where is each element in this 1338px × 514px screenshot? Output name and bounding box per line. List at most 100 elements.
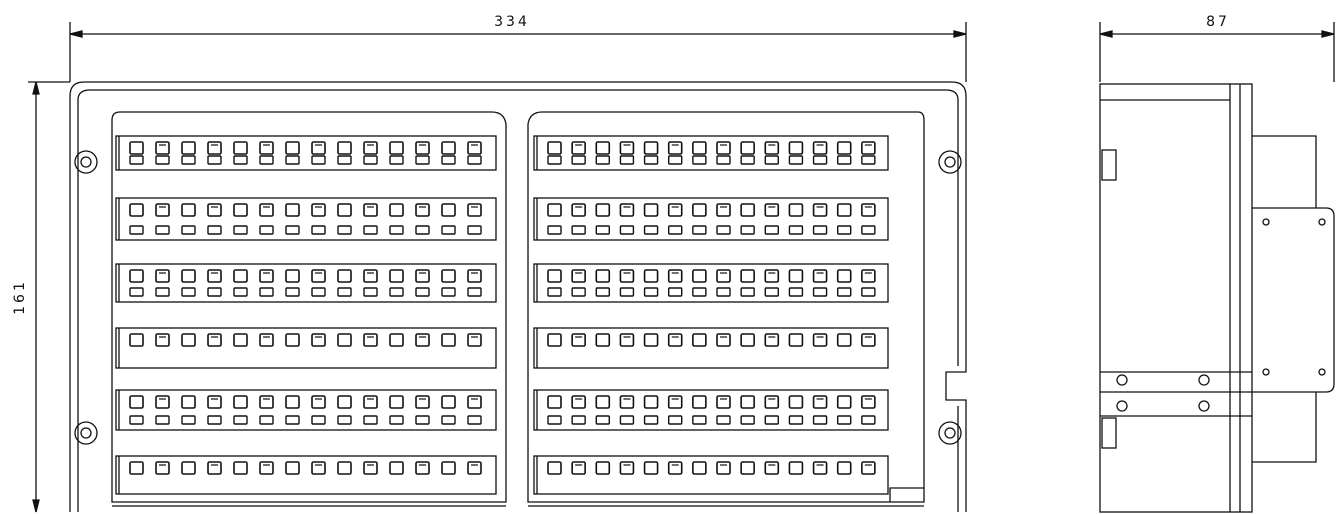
- terminal-screw: [692, 461, 707, 475]
- terminal-screw: [415, 203, 430, 217]
- terminal-screw: [181, 461, 196, 475]
- terminal-screw: [812, 287, 828, 297]
- terminal-screw: [311, 269, 326, 283]
- terminal-screw: [259, 461, 274, 475]
- terminal-screw: [861, 461, 876, 475]
- terminal-screw: [363, 415, 378, 425]
- terminal-screw: [668, 415, 683, 425]
- terminal-screw: [668, 155, 683, 165]
- terminal-screw: [155, 395, 170, 409]
- terminal-screw: [233, 203, 248, 217]
- terminal-screw: [207, 269, 222, 283]
- terminal-screw: [415, 333, 430, 347]
- terminal-screw: [389, 155, 404, 165]
- terminal-screw: [595, 395, 611, 409]
- terminal-screw: [207, 395, 222, 409]
- terminal-screw: [571, 141, 586, 155]
- front-view: [28, 22, 967, 513]
- terminal-screw: [692, 415, 707, 425]
- terminal-screw: [836, 203, 852, 217]
- terminal-screw: [285, 395, 300, 409]
- terminal-screw: [764, 287, 779, 297]
- terminal-screw: [441, 203, 456, 217]
- terminal-screw: [595, 461, 611, 475]
- terminal-screw: [363, 203, 378, 217]
- terminal-screw: [259, 333, 274, 347]
- terminal-screw: [643, 225, 659, 235]
- terminal-screw: [311, 333, 326, 347]
- terminal-screw: [129, 203, 144, 217]
- terminal-screw: [740, 461, 755, 475]
- terminal-screw: [155, 287, 170, 297]
- terminal-screw: [467, 269, 482, 283]
- terminal-screw: [643, 287, 659, 297]
- terminal-screw: [285, 287, 300, 297]
- depth-dimension-label: 87: [1206, 14, 1230, 30]
- terminal-strip: [115, 455, 497, 495]
- terminal-screw: [716, 269, 731, 283]
- terminal-screw: [667, 203, 683, 217]
- terminal-screw: [547, 333, 562, 347]
- terminal-screw: [837, 225, 852, 235]
- terminal-screw: [764, 203, 780, 217]
- terminal-screw: [643, 395, 659, 409]
- terminal-screw: [259, 155, 274, 165]
- terminal-strip: [533, 455, 889, 495]
- terminal-screw: [311, 203, 326, 217]
- terminal-screw: [155, 415, 170, 425]
- terminal-screw: [764, 155, 779, 165]
- terminal-screw: [716, 395, 731, 409]
- terminal-screw: [337, 415, 352, 425]
- terminal-screw: [764, 333, 780, 347]
- terminal-screw: [233, 287, 248, 297]
- terminal-screw: [441, 225, 456, 235]
- terminal-screw: [467, 287, 482, 297]
- terminal-screw: [861, 141, 876, 155]
- terminal-screw: [861, 333, 876, 347]
- terminal-strip: [115, 263, 497, 303]
- terminal-screw: [181, 155, 196, 165]
- side-latch-bottom: [1101, 417, 1117, 449]
- terminal-screw: [207, 415, 222, 425]
- terminal-screw: [259, 225, 274, 235]
- terminal-screw: [441, 395, 456, 409]
- terminal-screw: [716, 415, 731, 425]
- width-dimension: [69, 22, 967, 82]
- terminal-screw: [467, 225, 482, 235]
- terminal-block-left: [111, 111, 507, 503]
- terminal-screw: [155, 333, 170, 347]
- terminal-screw: [181, 333, 196, 347]
- terminal-screw: [861, 395, 876, 409]
- width-dimension-label: 334: [494, 14, 530, 30]
- terminal-screw: [643, 415, 659, 425]
- terminal-screw: [415, 269, 430, 283]
- terminal-strip: [533, 389, 889, 431]
- terminal-screw: [692, 203, 707, 217]
- terminal-screw: [337, 269, 352, 283]
- terminal-screw: [861, 415, 876, 425]
- terminal-screw: [812, 141, 828, 155]
- terminal-screw: [337, 287, 352, 297]
- terminal-screw: [363, 269, 378, 283]
- terminal-screw: [788, 225, 804, 235]
- terminal-screw: [788, 269, 804, 283]
- terminal-screw: [285, 333, 300, 347]
- terminal-screw: [181, 415, 196, 425]
- terminal-screw: [571, 461, 586, 475]
- terminal-screw: [467, 203, 482, 217]
- terminal-screw: [547, 225, 562, 235]
- terminal-screw: [692, 287, 707, 297]
- terminal-screw: [441, 155, 456, 165]
- terminal-screw: [788, 461, 804, 475]
- terminal-screw: [619, 415, 635, 425]
- terminal-screw: [467, 333, 482, 347]
- terminal-screw: [837, 415, 852, 425]
- terminal-screw: [837, 155, 852, 165]
- terminal-screw: [441, 415, 456, 425]
- terminal-screw: [667, 461, 683, 475]
- terminal-screw: [547, 155, 562, 165]
- mount-hole-bottom-right: [938, 421, 962, 445]
- side-view: [1099, 22, 1335, 513]
- terminal-screw: [812, 395, 828, 409]
